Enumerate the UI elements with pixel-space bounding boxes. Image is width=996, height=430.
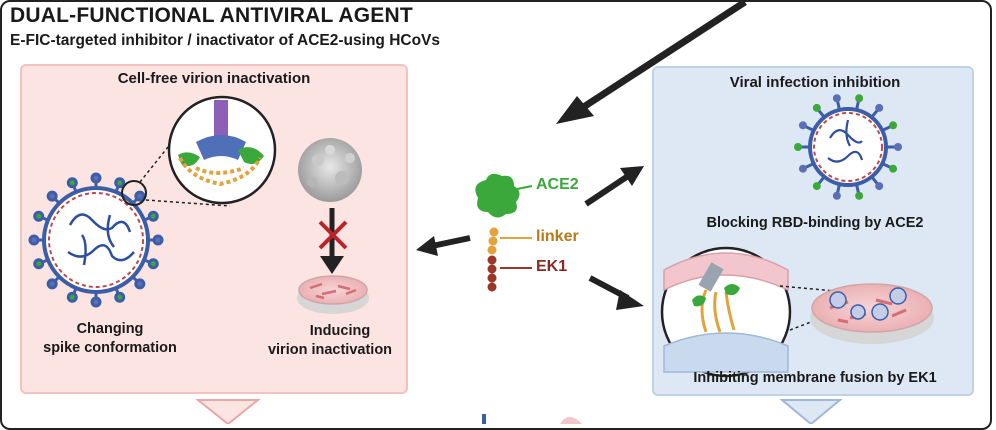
spike-head: [28, 234, 40, 246]
spike-head: [66, 291, 78, 303]
spike-head: [152, 234, 164, 246]
spike-head: [798, 164, 807, 173]
spike-head: [90, 296, 102, 308]
caption-inhibiting-fusion: Inhibiting membrane fusion by EK1: [693, 370, 937, 386]
left-panel-title: Cell-free virion inactivation: [117, 70, 311, 87]
bottom-arrow-right: [779, 399, 843, 424]
label-ek1: EK1: [536, 258, 568, 275]
spike-head: [66, 177, 78, 189]
spike-head: [812, 103, 821, 112]
cell-culture-dish-right: [810, 283, 934, 344]
inactivated-grey-virion: [298, 138, 362, 202]
zoomed-spike-inset: [167, 95, 277, 205]
right-panel-title: Viral infection inhibition: [729, 74, 901, 91]
spike-head: [90, 172, 102, 184]
caption-inducing-line2: virion inactivation: [267, 342, 393, 358]
spike-head: [794, 143, 802, 151]
spike-head: [855, 94, 864, 103]
caption-changing-line1: Changing: [76, 321, 144, 337]
spike-head: [875, 182, 884, 191]
spike-head: [832, 191, 841, 200]
spike-head: [33, 210, 45, 222]
bottom-arrow-left: [195, 399, 261, 424]
cell-culture-dish-left: [297, 275, 369, 314]
bottom-partial-figures: [482, 414, 582, 424]
spike-head: [812, 182, 821, 191]
arrow-to-inactivation: [416, 235, 471, 256]
spike-head: [46, 278, 58, 290]
virus-with-bound-ace2: [794, 94, 902, 200]
caption-inducing-line1: Inducing: [309, 323, 371, 339]
spike-head: [889, 164, 898, 173]
top-incoming-arrow: [556, 0, 747, 124]
spike-head: [114, 291, 126, 303]
spike-head: [894, 143, 902, 151]
spike-head: [832, 94, 841, 103]
spike-head: [889, 121, 898, 130]
arrow-to-rbd-blocking: [584, 166, 644, 207]
label-linker: linker: [536, 228, 579, 245]
spike-head: [875, 103, 884, 112]
blocked-infection-arrow: [318, 208, 348, 274]
spike-head: [33, 258, 45, 270]
figure-title: DUAL-FUNCTIONAL ANTIVIRAL AGENT: [10, 4, 413, 27]
dual-functional-agent-molecule: [475, 173, 533, 292]
spike-head: [134, 278, 146, 290]
arrow-to-fusion-inhibition: [588, 275, 644, 310]
spike-head: [46, 190, 58, 202]
spike-head: [114, 177, 126, 189]
caption-blocking-rbd: Blocking RBD-binding by ACE2: [706, 215, 924, 231]
membrane-fusion-inset: [660, 246, 792, 378]
virus-with-spikes: [28, 172, 164, 308]
spike-head: [798, 121, 807, 130]
label-ace2: ACE2: [536, 176, 579, 193]
zoom-source-circle: [121, 180, 147, 206]
caption-changing-line2: spike conformation: [43, 340, 177, 356]
spike-head: [147, 210, 159, 222]
spike-head: [147, 258, 159, 270]
figure-subtitle: E-FIC-targeted inhibitor / inactivator o…: [10, 32, 441, 49]
spike-head: [134, 190, 146, 202]
spike-head: [855, 191, 864, 200]
